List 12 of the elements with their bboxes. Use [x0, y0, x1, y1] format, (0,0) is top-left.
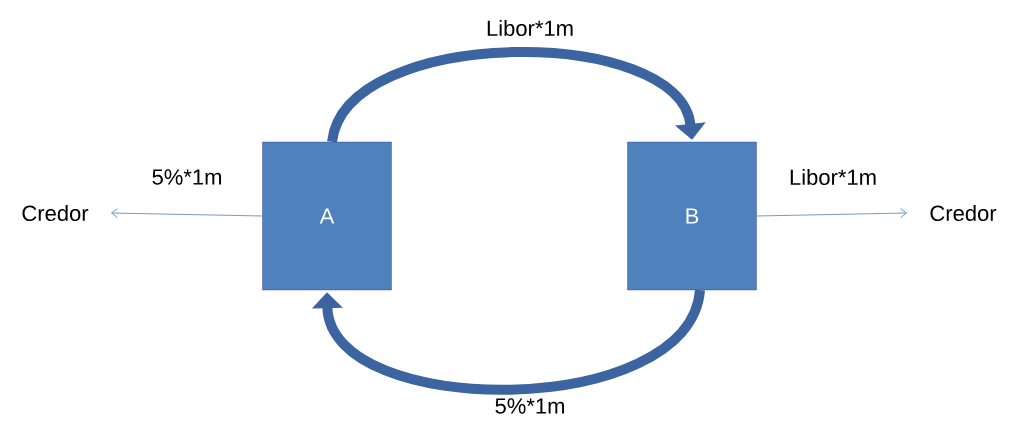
arrow [111, 208, 263, 219]
arrow [327, 47, 706, 144]
party-label: Credor [22, 204, 89, 222]
edge-label: 5%*1m [495, 398, 564, 414]
edge-label: Libor*1m [790, 168, 876, 186]
arrow [311, 288, 705, 395]
edge-label: 5%*1m [152, 169, 221, 185]
process-box: B [627, 141, 757, 291]
arrow [756, 208, 907, 219]
party-label: Credor [930, 204, 997, 222]
edge-label: Libor*1m [487, 19, 573, 37]
process-box: A [262, 141, 392, 291]
